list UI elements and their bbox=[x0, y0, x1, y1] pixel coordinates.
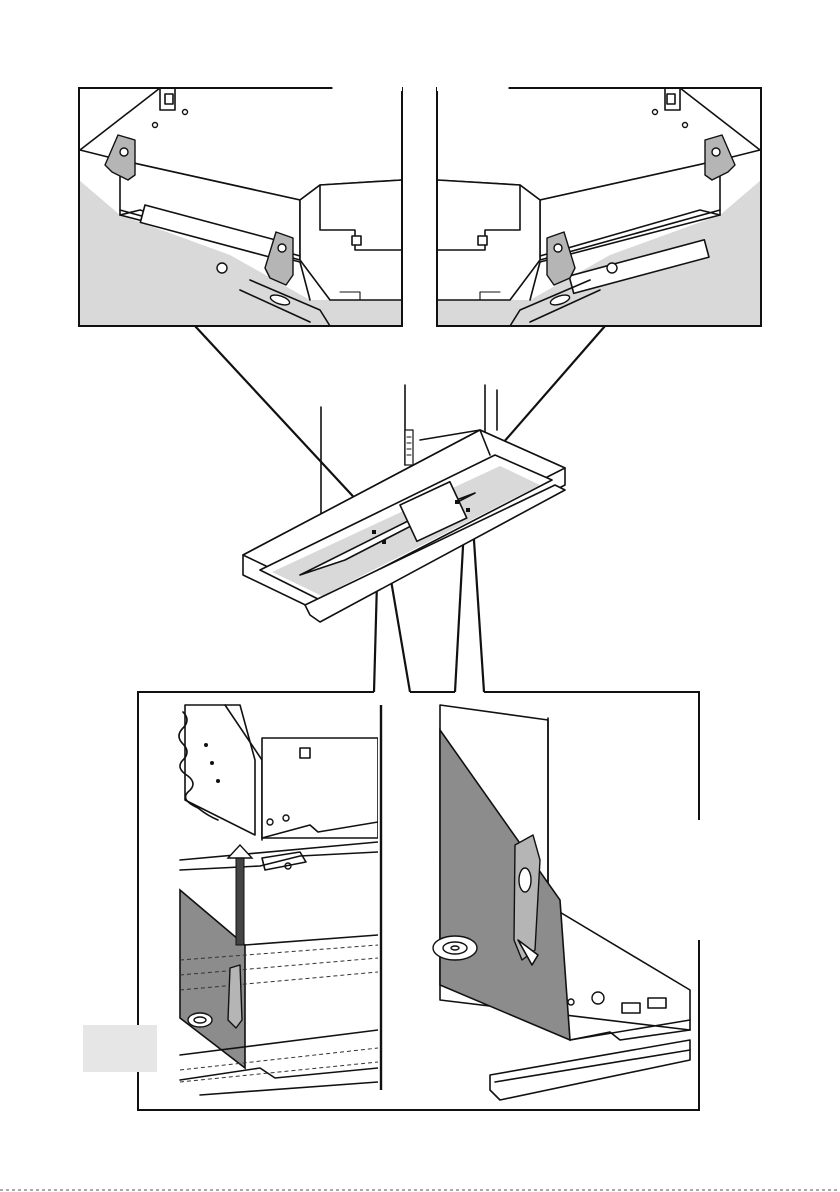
bottom-right-detail-panel bbox=[433, 705, 690, 1100]
top-right-detail-panel bbox=[437, 85, 761, 326]
bottom-left-detail-panel bbox=[179, 705, 378, 1095]
page-tab bbox=[83, 1025, 157, 1072]
top-left-detail-panel bbox=[79, 85, 402, 326]
center-overview-hood bbox=[243, 385, 565, 622]
